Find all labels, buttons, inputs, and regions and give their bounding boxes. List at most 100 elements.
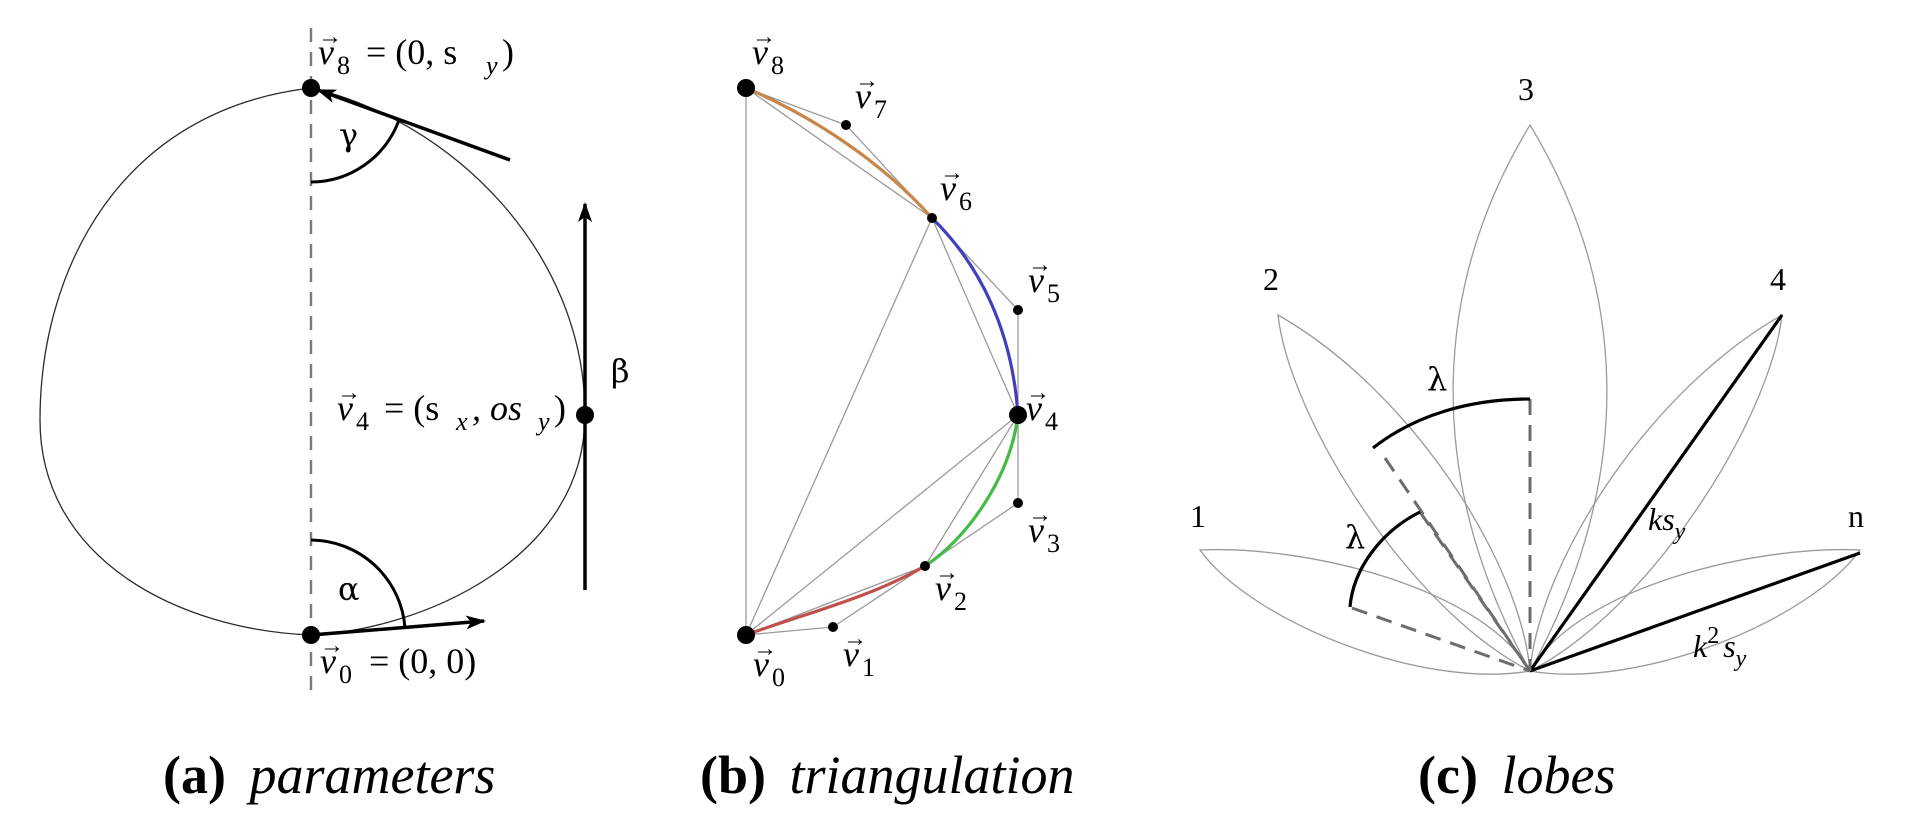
svg-text:5: 5 <box>1047 279 1060 308</box>
vertex-v1 <box>828 622 838 632</box>
lobe-label-n: n <box>1848 498 1864 534</box>
svg-text:→: → <box>843 626 867 652</box>
lobe-2 <box>1277 313 1531 673</box>
svg-text:→: → <box>320 633 344 659</box>
lobe-label-3: 3 <box>1518 71 1534 107</box>
svg-text:→: → <box>940 160 964 186</box>
svg-text:0: 0 <box>772 663 785 692</box>
radius-k2s-y <box>1529 551 1861 673</box>
svg-text:7: 7 <box>874 95 887 124</box>
lobe-n <box>1528 548 1862 675</box>
svg-text:4: 4 <box>1045 407 1058 436</box>
svg-text:v: v <box>753 644 769 684</box>
svg-text:v: v <box>752 32 768 72</box>
point-v8 <box>302 79 320 97</box>
tangent-top-arrow <box>316 88 511 162</box>
svg-text:→: → <box>752 24 776 50</box>
svg-text:y: y <box>535 407 550 436</box>
alpha-arc <box>310 538 407 629</box>
svg-text:6: 6 <box>959 187 972 216</box>
svg-text:v: v <box>855 76 871 116</box>
lambda-arc-lower <box>1348 510 1421 608</box>
svg-text:→: → <box>935 560 959 586</box>
lobe-label-4: 4 <box>1770 261 1786 297</box>
segment-v0-v2 <box>745 564 926 637</box>
vertex-label-v2: → v 2 <box>935 560 967 616</box>
svg-text:→: → <box>1028 252 1052 278</box>
lobe-3 <box>1452 123 1608 673</box>
svg-text:3: 3 <box>1047 529 1060 558</box>
v8-label: v → 8 = (0, s y ) <box>318 24 514 80</box>
vertex-label-v7: → v 7 <box>855 68 887 124</box>
v0-label: v → 0 = (0, 0) <box>320 633 476 689</box>
vertex-v4 <box>1009 406 1027 424</box>
segment-v6-v8 <box>745 86 934 220</box>
lobe-label-2: 2 <box>1263 261 1279 297</box>
svg-text:= (0, s: = (0, s <box>366 32 457 72</box>
svg-text:→: → <box>1028 502 1052 528</box>
gamma-label: γ <box>339 116 358 154</box>
shape-outline-right <box>310 87 586 636</box>
svg-text:v: v <box>940 168 956 208</box>
svg-text:v: v <box>320 641 336 681</box>
lambda-dash-mid <box>1418 511 1532 672</box>
beta-label: β <box>611 352 630 390</box>
svg-text:→: → <box>337 380 361 406</box>
svg-text:v: v <box>337 388 353 428</box>
point-v0 <box>302 626 320 644</box>
vertex-label-v8: → v 8 <box>752 24 784 80</box>
svg-text:v: v <box>843 634 859 674</box>
vertex-v2 <box>920 561 930 571</box>
lambda-label-lower: λ <box>1345 518 1365 556</box>
panel-triangulation: → v 8 → v 7 → v 6 → v 5 → v 4 → v 3 <box>700 24 1075 805</box>
segment-v4-v6 <box>930 216 1020 416</box>
svg-text:4: 4 <box>356 407 369 436</box>
svg-text:v: v <box>935 568 951 608</box>
svg-text:= (s: = (s <box>384 388 439 428</box>
vertex-label-v0: → v 0 <box>753 636 785 692</box>
lobe-1 <box>1198 548 1532 675</box>
svg-text:2: 2 <box>954 587 967 616</box>
lambda-dash-lower <box>1351 606 1531 673</box>
vertex-v0 <box>737 626 755 644</box>
vertex-label-v5: → v 5 <box>1028 252 1060 308</box>
svg-text:= (0, 0): = (0, 0) <box>369 641 476 681</box>
svg-text:→: → <box>753 636 777 662</box>
vertex-label-v6: → v 6 <box>940 160 972 216</box>
svg-text:→: → <box>855 68 879 94</box>
panel-parameters: γ α β v → 8 = (0, s y ) v → 4 = (s x , o… <box>39 24 630 805</box>
svg-text:→: → <box>318 24 342 50</box>
svg-text:): ) <box>502 32 514 72</box>
caption-parameters: (a) parameters <box>163 745 495 805</box>
gamma-arc <box>310 119 401 184</box>
svg-text:→: → <box>1026 380 1050 406</box>
caption-lobes: (c) lobes <box>1418 745 1615 805</box>
segment-v2-v4 <box>924 414 1020 568</box>
svg-text:x: x <box>455 407 468 436</box>
lobe-label-1: 1 <box>1190 498 1206 534</box>
svg-text:1: 1 <box>862 653 875 682</box>
lambda-label-upper: λ <box>1427 360 1447 398</box>
svg-text:8: 8 <box>337 51 350 80</box>
svg-text:v: v <box>1028 510 1044 550</box>
vertex-v7 <box>841 120 851 130</box>
alpha-label: α <box>338 570 360 608</box>
svg-text:v: v <box>1028 260 1044 300</box>
vertex-label-v3: → v 3 <box>1028 502 1060 558</box>
shape-outline-left <box>39 87 312 636</box>
caption-triangulation: (b) triangulation <box>700 745 1075 805</box>
vertex-label-v1: → v 1 <box>843 626 875 682</box>
vertex-v8 <box>737 79 755 97</box>
svg-text:, os: , os <box>472 388 522 428</box>
svg-text:0: 0 <box>339 660 352 689</box>
vertex-v3 <box>1013 498 1023 508</box>
label-ks-y: ksy <box>1648 501 1686 545</box>
svg-text:8: 8 <box>771 51 784 80</box>
lambda-arc-upper <box>1372 397 1531 450</box>
vertex-v6 <box>927 213 937 223</box>
svg-text:v: v <box>1026 388 1042 428</box>
svg-text:y: y <box>483 51 498 80</box>
